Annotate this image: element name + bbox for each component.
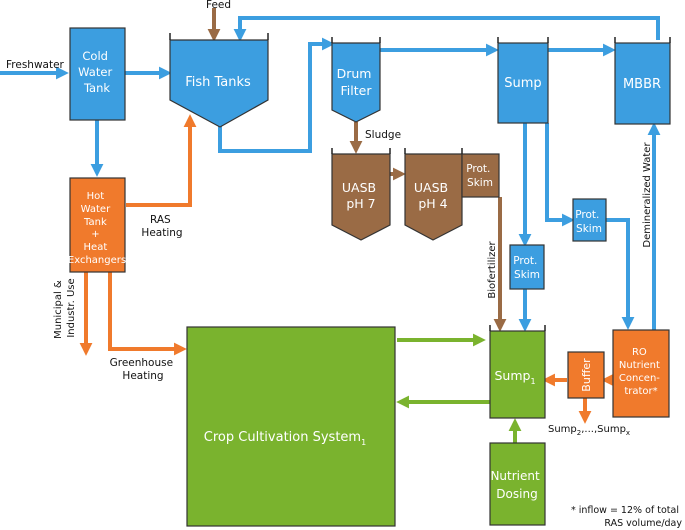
- drum-filter-label: Drum Filter: [337, 66, 376, 98]
- hot-water-tank-box: [69, 177, 126, 273]
- prot-skim-brown-label: Prot. Skim: [466, 163, 493, 189]
- arrow-mbbr-return-to-fish-tanks: [233, 16, 660, 42]
- buffer-label: Buffer: [580, 358, 593, 392]
- arrow-sump-to-prot-skim-ro: [545, 123, 575, 227]
- buffer-box: [567, 351, 605, 399]
- ro-concentrator-box: [612, 329, 670, 418]
- prot-skim-sump-label: Prot. Skim: [513, 255, 540, 281]
- arrow-greenhouse-heating: [108, 272, 187, 356]
- cold-water-tank-box: [69, 27, 126, 121]
- drum-filter-box: [331, 42, 381, 123]
- mbbr-box: [614, 42, 671, 125]
- arrow-fish-tanks-to-drum-filter: [218, 37, 335, 153]
- nutrient-dosing-box: [489, 442, 546, 526]
- freshwater-label: Freshwater: [6, 59, 65, 71]
- footnote: * inflow = 12% of total RAS volume/day: [571, 505, 682, 529]
- prot-skim-ro-label: Prot. Skim: [575, 209, 602, 235]
- ras-heating-label: RAS Heating: [141, 214, 182, 239]
- sump-label: Sump: [504, 76, 541, 91]
- greenhouse-heating-label: Greenhouse Heating: [110, 357, 177, 382]
- crop-cultivation-label: Crop Cultivation System1: [204, 430, 366, 447]
- fish-tanks-label: Fish Tanks: [185, 75, 251, 90]
- crop-cultivation-box: [186, 326, 396, 527]
- demineralized-water-label: Demineralized Water: [642, 142, 653, 248]
- municipal-use-label: Municipal & Industr. Use: [53, 277, 77, 339]
- sludge-label: Sludge: [365, 129, 401, 141]
- uasb-ph7-box: [331, 153, 391, 241]
- uasb-ph7-label: UASB pH 7: [342, 180, 380, 211]
- cold-water-tank-label: Cold Water Tank: [78, 49, 116, 95]
- prot-skim-sump-box: [509, 244, 545, 290]
- biofertilizer-label: Biofertilizer: [487, 240, 498, 298]
- sump-range-label: Sump2,...,Sumpx: [548, 424, 630, 437]
- ro-concentrator-label: RO Nutrient Concen- trator*: [619, 347, 663, 397]
- mbbr-label: MBBR: [623, 77, 661, 92]
- nutrient-dosing-label: Nutrient Dosing: [490, 469, 543, 501]
- hot-water-tank-label: Hot Water Tank + Heat Exchangers: [68, 191, 126, 266]
- uasb-ph4-box: [404, 153, 463, 241]
- uasb-ph4-label: UASB pH 4: [414, 180, 452, 211]
- sump1-label: Sump1: [494, 368, 535, 386]
- prot-skim-ro-box: [572, 198, 607, 242]
- feed-label: Feed: [206, 0, 231, 11]
- sump-box: [497, 42, 549, 124]
- arrow-hot-tank-to-fish-tanks: [126, 114, 197, 207]
- fish-tanks-box: [169, 39, 269, 128]
- prot-skim-brown-box: [461, 153, 500, 198]
- sump1-box: [489, 330, 546, 419]
- arrow-prot-skim-to-ro: [606, 218, 635, 330]
